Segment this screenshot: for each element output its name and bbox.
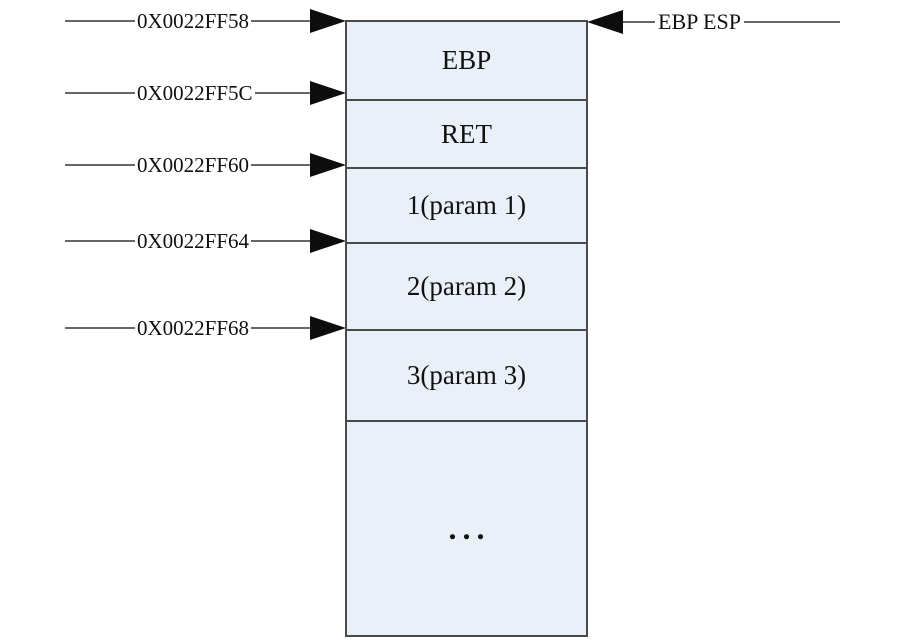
stack-cell-ebp: EBP xyxy=(347,22,586,99)
address-row-2: 0X0022FF60 xyxy=(65,151,346,179)
leader-line xyxy=(65,327,135,329)
leader-line xyxy=(251,327,310,329)
stack-cell-label: ... xyxy=(448,510,491,546)
address-row-4: 0X0022FF68 xyxy=(65,314,346,342)
address-label: 0X0022FF58 xyxy=(137,9,250,33)
arrow-right-icon xyxy=(310,153,346,177)
address-label: 0X0022FF5C xyxy=(137,81,253,105)
stack-cell-ret: RET xyxy=(347,99,586,167)
leader-line xyxy=(743,21,840,23)
arrow-right-icon xyxy=(310,9,346,33)
stack-cell-ellipsis: ... xyxy=(347,420,586,635)
arrow-right-icon xyxy=(310,316,346,340)
arrow-left-icon xyxy=(587,10,623,34)
stack-cell-label: EBP xyxy=(441,45,492,75)
leader-line xyxy=(251,20,310,22)
arrow-right-icon xyxy=(310,81,346,105)
stack-cell-label: 3(param 3) xyxy=(406,360,527,390)
pointer-label: EBP ESP xyxy=(658,9,741,34)
leader-line xyxy=(254,92,310,94)
address-label: 0X0022FF60 xyxy=(137,153,250,177)
leader-line xyxy=(65,92,135,94)
pointer-row: EBP ESP xyxy=(587,8,840,36)
stack-cell-label: 1(param 1) xyxy=(406,190,527,220)
leader-line xyxy=(65,164,135,166)
stack-cell-param1: 1(param 1) xyxy=(347,167,586,242)
leader-line xyxy=(65,240,135,242)
stack-cell-param3: 3(param 3) xyxy=(347,329,586,420)
stack-cell-label: 2(param 2) xyxy=(406,271,527,301)
address-label: 0X0022FF64 xyxy=(137,229,250,253)
stack-cell-label: RET xyxy=(441,118,492,149)
stack-box: EBP RET 1(param 1) 2(param 2) 3(param 3)… xyxy=(345,20,588,637)
arrow-right-icon xyxy=(310,229,346,253)
leader-line xyxy=(251,240,310,242)
leader-line xyxy=(251,164,310,166)
address-label: 0X0022FF68 xyxy=(137,316,250,340)
leader-line xyxy=(623,21,655,23)
address-row-1: 0X0022FF5C xyxy=(65,79,346,107)
address-row-0: 0X0022FF58 xyxy=(65,7,346,35)
stack-cell-param2: 2(param 2) xyxy=(347,242,586,329)
address-row-3: 0X0022FF64 xyxy=(65,227,346,255)
leader-line xyxy=(65,20,135,22)
